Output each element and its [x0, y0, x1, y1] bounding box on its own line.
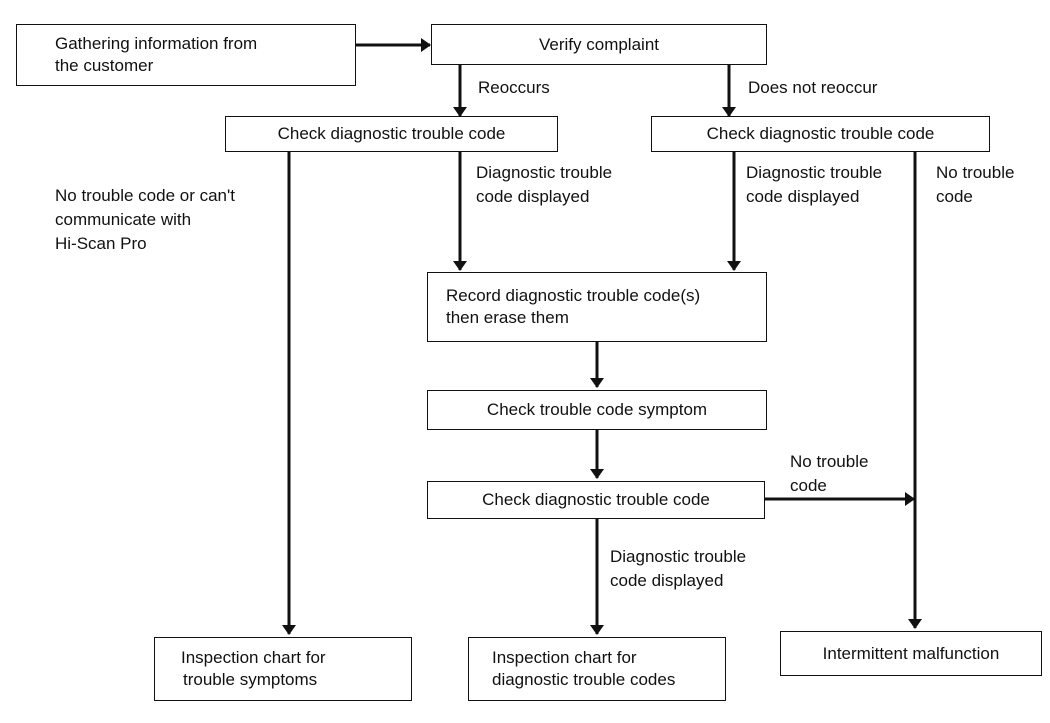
label-no-trouble-code-mid: No trouble code	[790, 452, 869, 495]
box-gathering-info: Gathering information from the customer	[16, 24, 356, 86]
label-no-trouble-code-right: No trouble code	[936, 163, 1015, 206]
box-record-dtc: Record diagnostic trouble code(s) then e…	[427, 272, 767, 342]
box-inspection-symptoms: Inspection chart for trouble symptoms	[154, 637, 412, 701]
box-gathering-info-line2: the customer	[55, 56, 154, 75]
box-check-symptom: Check trouble code symptom	[427, 390, 767, 430]
box-inspection-codes-line1: Inspection chart for	[492, 648, 637, 667]
label-reoccurs: Reoccurs	[478, 78, 550, 97]
label-does-not-reoccur: Does not reoccur	[748, 78, 878, 97]
label-no-code-or-cant-communicate: No trouble code or can't communicate wit…	[55, 186, 235, 253]
box-inspection-codes-line2: diagnostic trouble codes	[492, 670, 676, 689]
box-intermittent-malfunction: Intermittent malfunction	[780, 631, 1042, 676]
box-inspection-codes: Inspection chart for diagnostic trouble …	[468, 637, 726, 701]
box-inspection-symptoms-line1: Inspection chart for	[181, 648, 326, 667]
box-gathering-info-line1: Gathering information from	[55, 34, 258, 53]
label-dtc-displayed-right: Diagnostic trouble code displayed	[746, 163, 883, 206]
box-check-dtc-right: Check diagnostic trouble code	[651, 116, 990, 152]
label-dtc-displayed-mid: Diagnostic trouble code displayed	[610, 547, 747, 590]
box-check-dtc-mid: Check diagnostic trouble code	[427, 481, 765, 519]
label-dtc-displayed-left: Diagnostic trouble code displayed	[476, 163, 613, 206]
box-inspection-symptoms-line2: trouble symptoms	[183, 670, 318, 689]
box-check-dtc-left: Check diagnostic trouble code	[225, 116, 558, 152]
box-record-dtc-line1: Record diagnostic trouble code(s)	[446, 286, 701, 305]
box-verify-complaint: Verify complaint	[431, 24, 767, 65]
box-record-dtc-line2: then erase them	[446, 308, 569, 327]
